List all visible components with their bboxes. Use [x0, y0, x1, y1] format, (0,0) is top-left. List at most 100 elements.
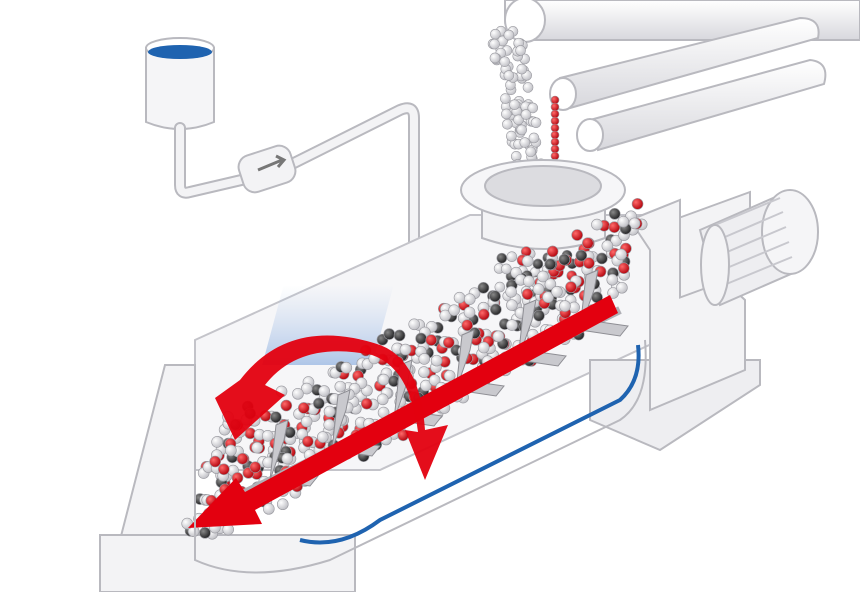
particle	[506, 130, 517, 142]
particle	[463, 306, 476, 319]
particle	[544, 258, 557, 271]
particle	[546, 245, 559, 258]
particle	[515, 45, 526, 56]
particle	[376, 393, 389, 406]
particle	[477, 341, 490, 354]
particle	[582, 237, 594, 249]
particle	[280, 399, 293, 412]
particle	[608, 208, 621, 220]
particle	[334, 380, 347, 393]
particle	[544, 278, 557, 291]
particle	[502, 118, 513, 130]
particle	[211, 436, 223, 448]
particle	[571, 229, 583, 241]
particle	[607, 287, 619, 299]
particle	[418, 353, 431, 365]
particle	[631, 198, 644, 210]
arrow-right-icon	[257, 154, 287, 172]
particle	[628, 217, 641, 230]
particle	[503, 70, 515, 81]
particle	[489, 52, 501, 64]
particle	[617, 215, 630, 228]
particle	[506, 319, 518, 331]
particle	[505, 286, 517, 298]
trough-liquid	[299, 344, 641, 545]
liquid-tank	[145, 37, 215, 130]
particle	[383, 328, 396, 340]
particle	[500, 93, 511, 104]
particle	[420, 379, 432, 392]
particle	[298, 402, 310, 414]
particle	[430, 354, 443, 367]
particle	[506, 299, 518, 311]
particle	[461, 319, 474, 332]
particle	[300, 382, 313, 395]
particle	[506, 251, 518, 263]
particle	[516, 124, 527, 136]
particle	[478, 308, 490, 321]
particle	[463, 293, 476, 305]
particle	[302, 435, 314, 448]
particle	[439, 309, 452, 322]
particle	[323, 405, 336, 418]
particle	[522, 82, 534, 93]
particle	[408, 318, 421, 331]
particle	[501, 263, 512, 275]
particle	[270, 411, 282, 423]
particle	[399, 343, 412, 356]
particle	[551, 285, 563, 298]
falling-particles	[487, 25, 560, 198]
particle	[616, 281, 628, 294]
particle	[317, 431, 329, 443]
particle	[520, 109, 532, 120]
particle	[583, 257, 595, 269]
particle	[276, 498, 289, 511]
particle	[281, 452, 294, 465]
particle	[530, 117, 542, 128]
particle	[225, 444, 237, 457]
particle	[236, 452, 249, 465]
particle	[522, 275, 535, 287]
trough-front-rim	[194, 339, 647, 574]
particle	[415, 332, 427, 345]
particle	[521, 255, 534, 267]
liquid-surface	[148, 45, 212, 59]
particle	[532, 258, 544, 270]
particle	[533, 309, 545, 322]
particle	[218, 463, 230, 476]
particle	[249, 461, 262, 473]
particle	[292, 388, 304, 400]
particle	[442, 336, 455, 349]
drive-motor	[679, 189, 819, 307]
particle	[489, 290, 501, 303]
particle	[559, 300, 571, 312]
particle	[453, 291, 466, 304]
particle	[360, 397, 373, 410]
particle	[516, 63, 528, 75]
particle	[494, 281, 506, 293]
particle	[503, 29, 515, 41]
particle	[509, 99, 520, 111]
particle	[528, 132, 540, 144]
particle	[425, 334, 438, 346]
particle	[601, 240, 614, 252]
particle	[340, 361, 353, 374]
particle	[521, 288, 534, 300]
particle	[558, 253, 571, 266]
flow-valve	[237, 144, 297, 194]
particle	[542, 291, 554, 303]
feed-pipes	[504, 0, 860, 152]
particle	[618, 262, 630, 274]
axial-arrow	[188, 295, 618, 528]
particle	[519, 137, 531, 148]
particle	[443, 369, 456, 382]
particle	[418, 366, 430, 378]
rotation-arrow	[215, 335, 448, 480]
particle	[393, 329, 406, 342]
flow-arrows	[188, 295, 618, 528]
particle	[251, 441, 263, 454]
particle	[489, 38, 500, 50]
particle	[608, 221, 621, 233]
particle	[499, 56, 511, 67]
particle	[477, 282, 490, 294]
